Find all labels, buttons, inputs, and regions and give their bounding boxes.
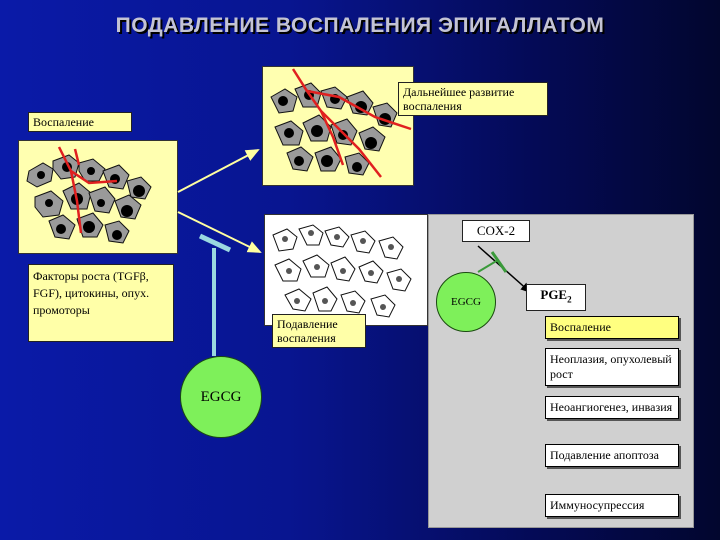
effect-immunosuppression: Иммуносупрессия [545, 494, 679, 517]
egcg-circle-large: EGCG [180, 356, 262, 438]
label-inflammation: Воспаление [28, 112, 132, 132]
pge2-text: PGE [540, 287, 568, 302]
label-suppression: Подавление воспаления [272, 314, 366, 348]
effect-apoptosis-suppression: Подавление апоптоза [545, 444, 679, 467]
suppressed-inflammation-image [264, 214, 428, 326]
pge2-subscript: 2 [567, 294, 572, 305]
egcg-inhibitor-small [477, 251, 508, 273]
page-title: ПОДАВЛЕНИЕ ВОСПАЛЕНИЯ ЭПИГАЛЛАТОМ [115, 14, 605, 37]
effect-neoangiogenesis: Неоангиогенез, инвазия [545, 396, 679, 419]
label-growth-factors: Факторы роста (TGFβ, FGF), цитокины, опу… [28, 264, 174, 342]
cox2-label: COX-2 [462, 220, 530, 242]
inflamed-tissue-image [18, 140, 178, 254]
egcg-circle-small: EGCG [436, 272, 496, 332]
pge2-label: PGE2 [526, 284, 586, 311]
effect-inflammation: Воспаление [545, 316, 679, 339]
arrow-to-further-inflammation [177, 149, 260, 193]
further-inflammation-image [262, 66, 414, 186]
effect-neoplasia: Неоплазия, опухолевый рост [545, 348, 679, 386]
egcg-inhibitor-large [198, 233, 232, 356]
arrow-to-suppression [177, 211, 262, 253]
label-further-development: Дальнейшее развитие воспаления [398, 82, 548, 116]
